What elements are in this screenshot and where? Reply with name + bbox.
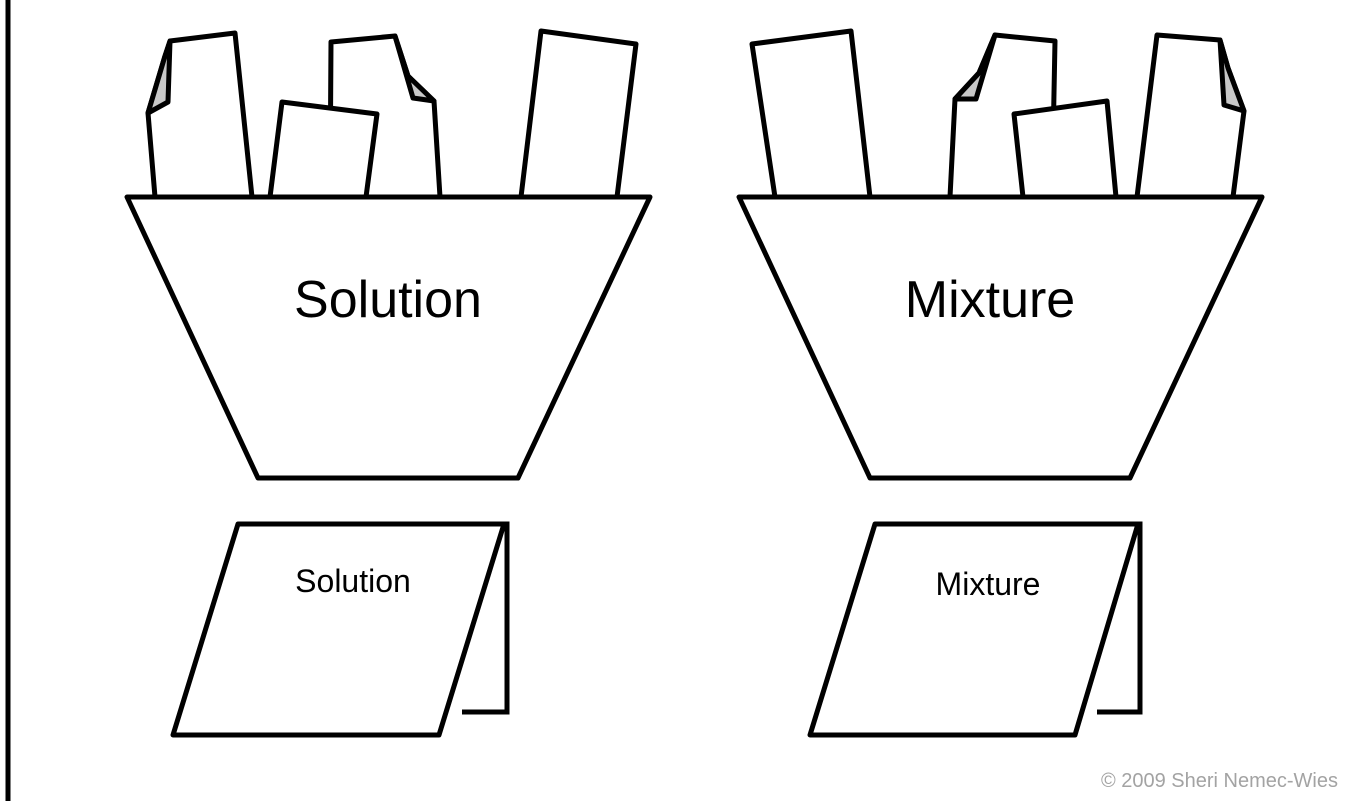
paper-sheet: [749, 28, 873, 200]
paper-fold: [392, 33, 437, 104]
mixture-funnel-label: Mixture: [904, 271, 1076, 329]
solution-funnel: [124, 194, 653, 481]
paper-sheet: [1011, 98, 1119, 200]
mixture-papers: [749, 28, 1247, 200]
paper-sheet: [518, 28, 639, 200]
mixture-tent-card: [807, 521, 1141, 738]
paper-fold: [1217, 37, 1247, 114]
solution-tent-card: [170, 521, 507, 738]
paper-sheet: [267, 99, 380, 200]
solution-papers: [145, 28, 639, 200]
mixture-funnel: [736, 194, 1265, 481]
paper-fold: [952, 32, 998, 102]
mixture-card-label: Mixture: [935, 566, 1041, 602]
solution-card-label: Solution: [295, 563, 411, 599]
copyright-notice: © 2009 Sheri Nemec-Wies: [1100, 770, 1338, 792]
paper-fold: [145, 38, 173, 116]
solution-funnel-label: Solution: [294, 271, 482, 329]
